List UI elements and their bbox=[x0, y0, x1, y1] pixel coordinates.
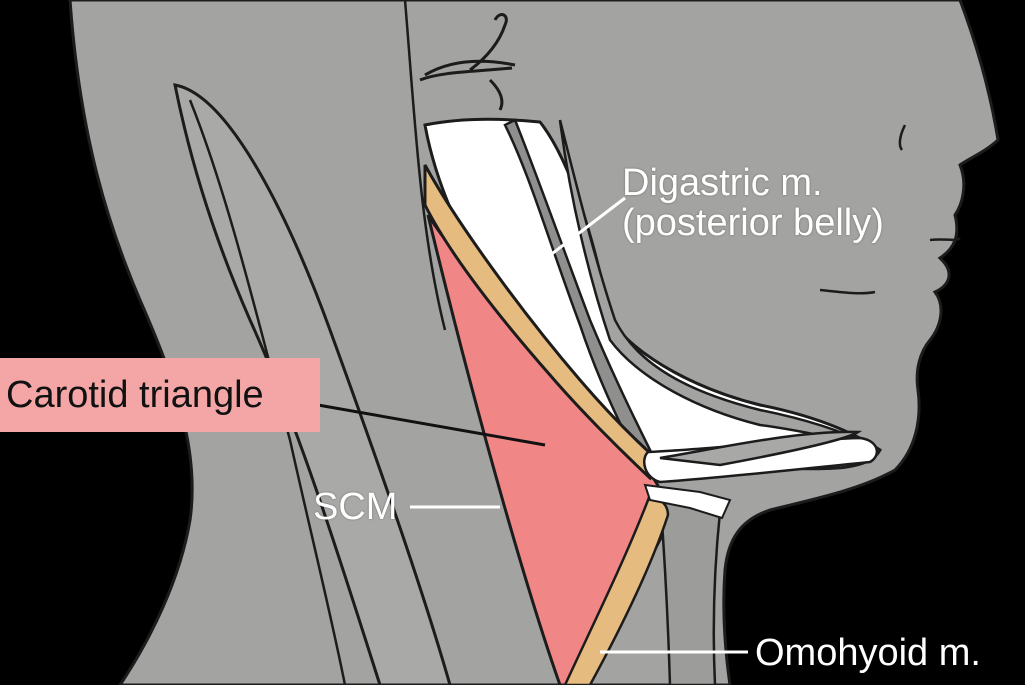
carotid-triangle-label: Carotid triangle bbox=[6, 374, 264, 417]
scm-label: SCM bbox=[313, 488, 397, 528]
digastric-label: Digastric m. (posterior belly) bbox=[622, 164, 884, 244]
digastric-label-line1: Digastric m. bbox=[622, 164, 884, 204]
infrahyoid-strap-muscles bbox=[660, 495, 720, 685]
carotid-triangle-label-box: Carotid triangle bbox=[0, 358, 320, 432]
digastric-label-line2: (posterior belly) bbox=[622, 204, 884, 244]
omohyoid-label: Omohyoid m. bbox=[755, 634, 981, 674]
